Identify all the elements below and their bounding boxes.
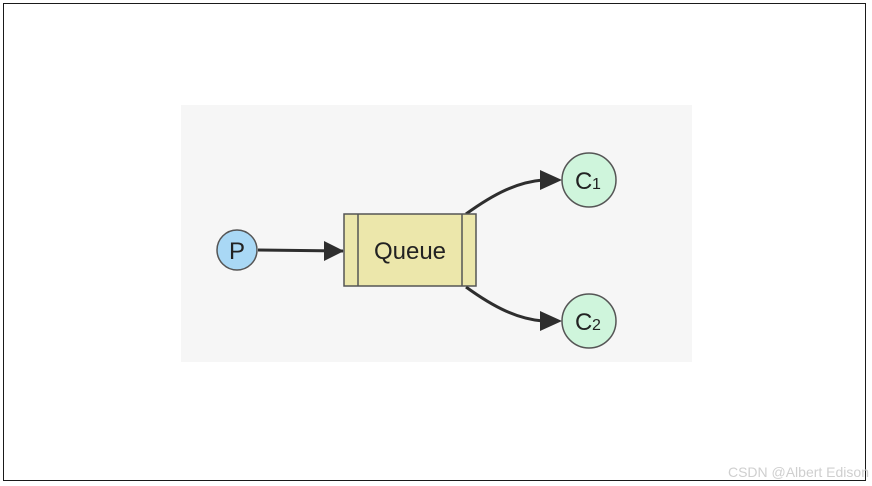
consumer-1-circle: [561, 152, 617, 208]
consumer-1-letter: C: [575, 168, 592, 195]
consumer-node-1: C 1: [561, 152, 617, 208]
edge-queue-to-c2: [465, 285, 544, 323]
producer-label: P: [229, 238, 245, 265]
consumer-2-subscript: 2: [592, 317, 601, 334]
consumer-2-circle: [561, 293, 617, 349]
queue-node: Queue: [343, 213, 477, 287]
arrowhead-producer-to-queue: [324, 241, 344, 261]
queue-label: Queue: [374, 238, 446, 265]
consumer-2-letter: C: [575, 309, 592, 336]
arrowhead-queue-to-c1: [540, 170, 562, 190]
watermark: CSDN @Albert Edison: [727, 464, 869, 480]
consumer-node-2: C 2: [561, 293, 617, 349]
consumer-1-subscript: 1: [592, 176, 601, 193]
producer-node: P: [216, 229, 258, 271]
edge-queue-to-c1: [465, 178, 544, 216]
producer-circle: [216, 229, 258, 271]
queue-box: [343, 213, 477, 287]
arrowhead-queue-to-c2: [540, 311, 562, 331]
